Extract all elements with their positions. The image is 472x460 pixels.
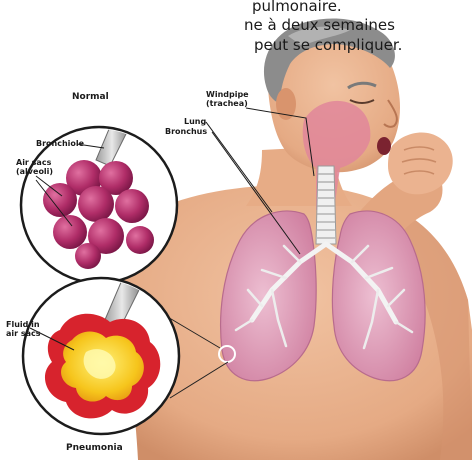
pneumonia-alveoli-inset bbox=[23, 278, 179, 434]
label-windpipe-1: Windpipe bbox=[206, 90, 249, 99]
ear bbox=[276, 88, 296, 120]
label-bronchus: Bronchus bbox=[165, 127, 207, 136]
trachea bbox=[316, 166, 336, 244]
label-fluid-2: air sacs bbox=[6, 329, 41, 338]
caption-line-1: pulmonaire. bbox=[252, 0, 342, 16]
label-bronchiole: Bronchiole bbox=[36, 139, 84, 148]
label-normal: Normal bbox=[72, 92, 109, 102]
label-air-sacs-2: (alveoli) bbox=[16, 167, 53, 176]
caption-line-2: ne à deux semaines bbox=[244, 16, 395, 35]
label-lung: Lung bbox=[184, 117, 206, 126]
label-windpipe-2: (trachea) bbox=[206, 99, 248, 108]
fist bbox=[388, 132, 453, 194]
label-fluid-1: Fluid in bbox=[6, 320, 40, 329]
caption-line-3: peut se compliquer. bbox=[254, 36, 402, 55]
label-air-sacs-1: Air sacs bbox=[16, 158, 51, 167]
label-pneumonia: Pneumonia bbox=[66, 443, 123, 453]
